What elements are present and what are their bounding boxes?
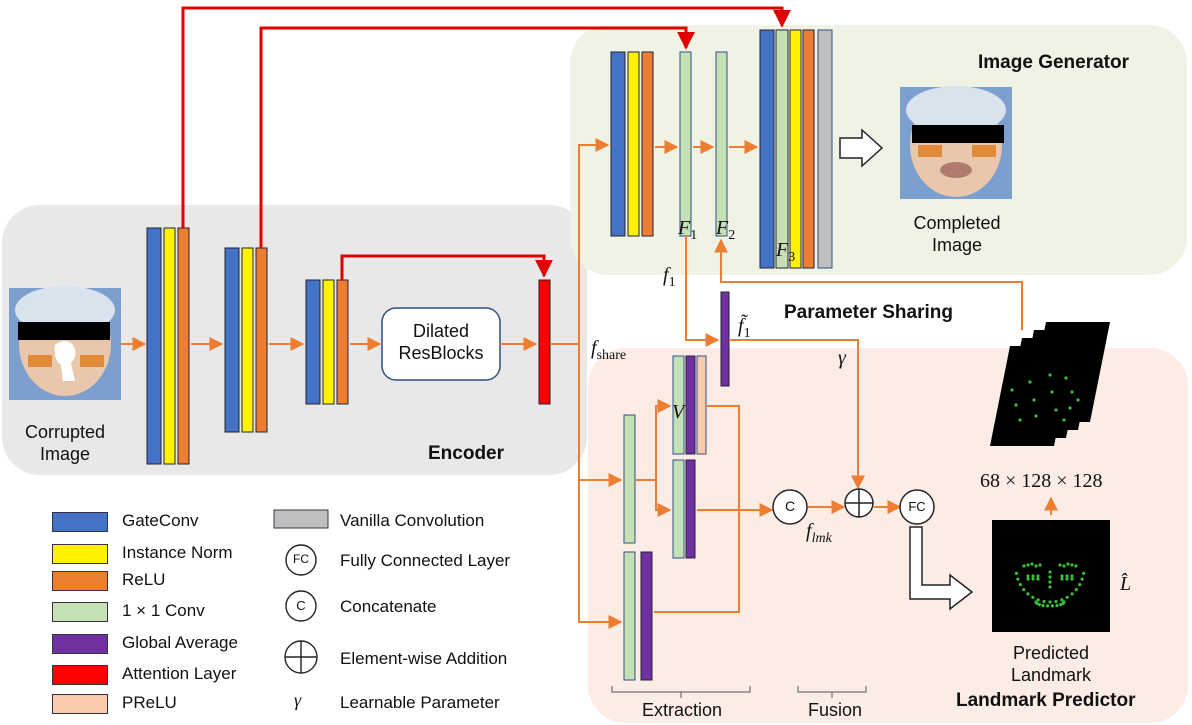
encoder-block-2 xyxy=(224,247,268,433)
f-share-label: fshare xyxy=(591,337,627,363)
legend-swatch xyxy=(52,602,108,622)
gamma-label: γ xyxy=(838,347,846,369)
heatmap-dims-label: 68 × 128 × 128 xyxy=(980,470,1103,492)
shared-global-average-block xyxy=(720,291,730,387)
skip-enc1-to-f3 xyxy=(181,6,791,228)
extraction-label: Extraction xyxy=(642,700,723,720)
generator-block-1 xyxy=(610,51,654,237)
extraction-gap-b xyxy=(640,551,653,681)
legend-add-icon xyxy=(284,640,318,674)
legend-label: 1 × 1 Conv xyxy=(122,601,205,620)
add-node xyxy=(844,488,874,518)
legend-label: PReLU xyxy=(122,693,177,712)
generator-conv-f1 xyxy=(679,51,692,237)
legend-swatch xyxy=(52,665,108,685)
legend-label: GateConv xyxy=(122,511,199,530)
legend-label: Attention Layer xyxy=(122,664,237,683)
skip-enc3-to-attn xyxy=(340,254,553,280)
parameter-sharing-title: Parameter Sharing xyxy=(784,302,953,323)
legend-label: ReLU xyxy=(122,570,166,589)
legend-gamma-symbol: γ xyxy=(294,690,302,710)
predictor-title: Landmark Predictor xyxy=(956,690,1136,711)
fusion-label: Fusion xyxy=(808,700,863,720)
encoder-block-3 xyxy=(305,279,349,405)
encoder-block-1 xyxy=(146,227,190,465)
flow-shared-to-add xyxy=(729,339,865,490)
f-lmk-label: flmk xyxy=(806,520,832,546)
fusion-bracket xyxy=(797,686,867,698)
landmark-heatmap-stack xyxy=(990,322,1110,446)
generator-title: Image Generator xyxy=(978,52,1129,73)
legend-fc-label: Fully Connected Layer xyxy=(340,551,511,570)
concat-node-label: C xyxy=(784,498,796,514)
encoder-title: Encoder xyxy=(428,443,505,464)
generator-conv-f2 xyxy=(715,51,728,237)
output-hollow-arrow xyxy=(839,128,884,168)
legend-learnable-label: Learnable Parameter xyxy=(340,693,500,712)
flow-exta-to-v xyxy=(636,399,672,481)
concat-node xyxy=(772,489,808,525)
legend-add-label: Element-wise Addition xyxy=(340,649,508,668)
fc-to-landmark-hollow-arrow xyxy=(909,526,974,611)
extraction-conv-a xyxy=(623,414,636,544)
legend-label: Instance Norm xyxy=(122,543,233,562)
legend-swatch xyxy=(52,512,108,532)
legend-fc-symbol: FC xyxy=(293,552,309,566)
predicted-landmark-image xyxy=(992,520,1110,632)
fc-node xyxy=(899,489,935,525)
f1-label: f1 xyxy=(663,264,676,290)
legend-vanilla-label: Vanilla Convolution xyxy=(340,511,485,530)
legend-concat-icon xyxy=(285,590,317,622)
l-hat-label: L̂ xyxy=(1120,573,1132,595)
extraction-block-middle xyxy=(672,459,696,559)
flow-f1-to-shared xyxy=(685,236,720,347)
legend-concat-symbol: C xyxy=(296,598,306,613)
attention-layer-block xyxy=(538,279,551,405)
extraction-bracket xyxy=(611,686,751,698)
flow-share-down xyxy=(578,344,623,629)
extraction-conv-b xyxy=(623,551,636,681)
legend-swatch xyxy=(52,634,108,654)
skip-enc2-to-f1 xyxy=(259,26,695,248)
V-label: V xyxy=(672,401,685,423)
completed-face-image xyxy=(900,86,1012,199)
legend-fc-icon xyxy=(285,544,317,576)
F1-label: F1 xyxy=(678,217,698,243)
flow-share-trunk xyxy=(550,138,610,345)
legend-concat-label: Concatenate xyxy=(340,597,437,616)
legend-label: Global Average xyxy=(122,633,238,652)
legend-swatch xyxy=(52,544,108,564)
generator-block-f3 xyxy=(759,29,833,269)
F2-label: F2 xyxy=(716,217,736,243)
F3-label: F3 xyxy=(776,239,796,265)
legend-swatch xyxy=(52,571,108,591)
extraction-block-v xyxy=(672,355,707,455)
corrupted-face-image xyxy=(9,286,121,400)
f1-tilde-label: f̃1 xyxy=(738,315,751,341)
fc-node-label: FC xyxy=(908,499,926,514)
legend-swatch xyxy=(52,694,108,714)
flow-heatmap-to-f2 xyxy=(714,238,1023,330)
flow-exta-to-mid xyxy=(655,480,672,517)
legend-vanilla-swatch xyxy=(273,509,329,529)
